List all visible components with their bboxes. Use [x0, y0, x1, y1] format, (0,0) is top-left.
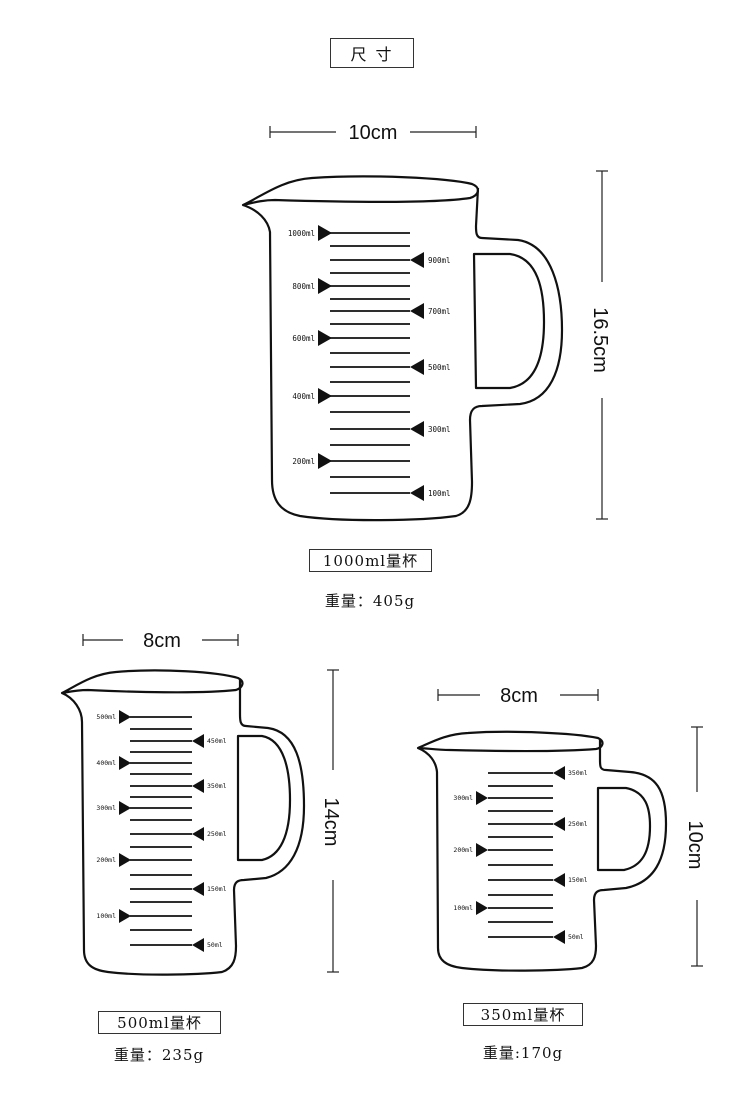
volume-label: 400ml: [96, 759, 116, 767]
volume-label: 250ml: [207, 830, 227, 838]
medium-height-label: 14cm: [320, 798, 342, 847]
marker-arrow-icon: [318, 388, 332, 404]
marker-arrow-icon: [476, 791, 488, 805]
medium-cup-diagram: 8cm 14cm: [60, 630, 342, 976]
marker-arrow-icon: [553, 873, 565, 887]
large-width-dimension: [269, 126, 477, 138]
large-width-label: 10cm: [349, 122, 398, 144]
marker-arrow-icon: [410, 421, 424, 437]
marker-arrow-icon: [119, 909, 131, 923]
volume-label: 800ml: [292, 282, 315, 291]
small-height-dimension: [691, 726, 703, 967]
small-cup-diagram: 8cm 10cm 300ml: [416, 685, 706, 972]
volume-label: 450ml: [207, 737, 227, 745]
marker-arrow-icon: [553, 817, 565, 831]
marker-arrow-icon: [410, 485, 424, 501]
marker-arrow-icon: [192, 827, 204, 841]
large-left-labels: 1000ml 800ml 600ml 400ml 200ml: [288, 229, 315, 466]
volume-label: 500ml: [96, 713, 116, 721]
volume-label: 700ml: [428, 307, 451, 316]
small-cup-name: 350ml量杯: [463, 1003, 583, 1026]
large-right-markers: [410, 252, 424, 501]
volume-label: 300ml: [428, 425, 451, 434]
medium-right-labels: 450ml 350ml 250ml 150ml 50ml: [207, 737, 227, 949]
large-cup-diagram: 10cm 16.5cm: [241, 122, 611, 522]
marker-arrow-icon: [410, 303, 424, 319]
volume-label: 600ml: [292, 334, 315, 343]
volume-label: 350ml: [207, 782, 227, 790]
marker-arrow-icon: [192, 882, 204, 896]
marker-arrow-icon: [476, 843, 488, 857]
page-title: 尺 寸: [330, 38, 414, 68]
volume-label: 150ml: [207, 885, 227, 893]
small-right-markers: [553, 766, 565, 944]
volume-label: 100ml: [428, 489, 451, 498]
small-left-labels: 300ml 200ml 100ml: [453, 794, 473, 912]
volume-label: 300ml: [453, 794, 473, 802]
large-right-labels: 900ml 700ml 500ml 300ml 100ml: [428, 256, 451, 498]
volume-label: 100ml: [96, 912, 116, 920]
volume-label: 200ml: [292, 457, 315, 466]
large-cup-weight: 重量：405g: [324, 592, 416, 610]
small-height-label: 10cm: [684, 821, 706, 870]
marker-arrow-icon: [318, 330, 332, 346]
volume-label: 100ml: [453, 904, 473, 912]
small-width-label: 8cm: [500, 685, 538, 707]
large-graduations: [330, 232, 410, 494]
medium-width-dimension: [82, 634, 239, 646]
marker-arrow-icon: [318, 225, 332, 241]
marker-arrow-icon: [192, 779, 204, 793]
marker-arrow-icon: [318, 278, 332, 294]
volume-label: 300ml: [96, 804, 116, 812]
medium-graduations: [130, 716, 192, 946]
medium-height-dimension: [327, 669, 339, 973]
volume-label: 50ml: [568, 933, 584, 941]
marker-arrow-icon: [318, 453, 332, 469]
medium-cup-outline: [60, 669, 306, 976]
marker-arrow-icon: [119, 801, 131, 815]
small-right-labels: 350ml 250ml 150ml 50ml: [568, 769, 588, 941]
large-cup-outline: [241, 175, 564, 522]
volume-label: 150ml: [568, 876, 588, 884]
medium-left-labels: 500ml 400ml 300ml 200ml 100ml: [96, 713, 116, 920]
marker-arrow-icon: [410, 359, 424, 375]
medium-width-label: 8cm: [143, 630, 181, 652]
medium-cup-weight: 重量：235g: [113, 1046, 205, 1064]
marker-arrow-icon: [119, 756, 131, 770]
large-cup-name: 1000ml量杯: [309, 549, 432, 572]
medium-left-markers: [119, 710, 131, 923]
volume-label: 400ml: [292, 392, 315, 401]
volume-label: 1000ml: [288, 229, 315, 238]
small-graduations: [488, 772, 553, 938]
large-height-dimension: [596, 170, 608, 520]
small-cup-weight: 重量:170g: [482, 1044, 564, 1062]
marker-arrow-icon: [119, 710, 131, 724]
volume-label: 200ml: [453, 846, 473, 854]
marker-arrow-icon: [119, 853, 131, 867]
marker-arrow-icon: [553, 930, 565, 944]
volume-label: 900ml: [428, 256, 451, 265]
small-left-markers: [476, 791, 488, 915]
small-cup-outline: [416, 730, 668, 972]
large-left-markers: [318, 225, 332, 469]
large-height-label: 16.5cm: [589, 307, 611, 373]
marker-arrow-icon: [192, 734, 204, 748]
medium-right-markers: [192, 734, 204, 952]
volume-label: 50ml: [207, 941, 223, 949]
volume-label: 200ml: [96, 856, 116, 864]
medium-cup-name: 500ml量杯: [98, 1011, 221, 1034]
volume-label: 250ml: [568, 820, 588, 828]
small-width-dimension: [437, 689, 599, 701]
volume-label: 350ml: [568, 769, 588, 777]
marker-arrow-icon: [192, 938, 204, 952]
marker-arrow-icon: [553, 766, 565, 780]
marker-arrow-icon: [476, 901, 488, 915]
marker-arrow-icon: [410, 252, 424, 268]
volume-label: 500ml: [428, 363, 451, 372]
